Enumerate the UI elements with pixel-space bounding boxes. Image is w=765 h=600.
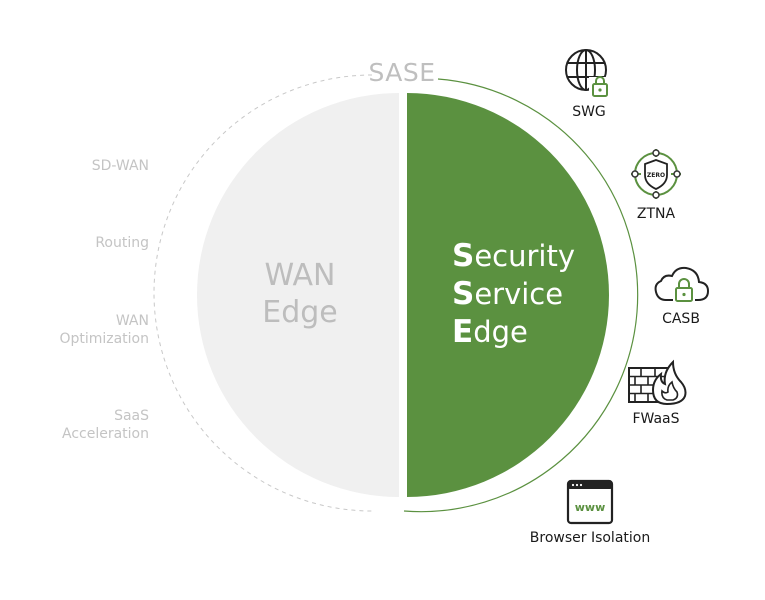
wan-item-saas-acceleration: SaaS Acceleration — [62, 407, 149, 443]
sse-title: Security Service Edge — [452, 237, 575, 351]
browser-icon-text: www — [575, 501, 606, 514]
wan-item-line: Acceleration — [62, 426, 149, 442]
zero-trust-shield-icon: ZERO — [631, 149, 681, 199]
sase-outer-ring-right — [403, 78, 639, 513]
wan-item-line: WAN — [115, 313, 149, 329]
sse-title-rest: dge — [473, 315, 528, 349]
sse-title-initial: S — [452, 276, 475, 312]
wan-item-routing: Routing — [95, 234, 149, 252]
sse-title-line: Service — [452, 275, 575, 313]
sse-title-initial: S — [452, 238, 475, 274]
sse-title-line: Edge — [452, 313, 575, 351]
service-label-browser-isolation: Browser Isolation — [529, 530, 651, 546]
sse-half — [407, 93, 609, 497]
wan-item-line: Optimization — [59, 331, 149, 347]
ztna-icon-text: ZERO — [647, 172, 665, 179]
wan-edge-half — [197, 93, 399, 497]
cloud-lock-icon — [654, 266, 710, 302]
sse-title-line: Security — [452, 237, 575, 275]
wan-item-line: SaaS — [114, 408, 149, 424]
wan-item-line: Routing — [95, 235, 149, 251]
browser-window-icon: www — [566, 479, 614, 525]
sase-outer-ring-left — [153, 74, 373, 512]
wan-item-line: SD-WAN — [91, 158, 149, 174]
wan-edge-title-line: Edge — [262, 295, 338, 330]
sse-title-initial: E — [452, 314, 474, 350]
sse-title-rest: ecurity — [474, 239, 576, 273]
wan-edge-title-line: WAN — [264, 258, 336, 293]
service-label-casb: CASB — [662, 311, 700, 327]
firewall-flame-icon — [628, 359, 687, 406]
sase-title: SASE — [368, 58, 436, 87]
wan-item-sd-wan: SD-WAN — [92, 157, 149, 175]
wan-item-wan-optimization: WAN Optimization — [59, 312, 149, 348]
service-label-swg: SWG — [572, 104, 606, 120]
globe-lock-icon — [565, 49, 611, 100]
service-label-fwaas: FWaaS — [632, 411, 680, 427]
wan-edge-title: WAN Edge — [230, 257, 370, 331]
service-label-ztna: ZTNA — [636, 206, 676, 222]
sse-title-rest: ervice — [474, 277, 564, 311]
